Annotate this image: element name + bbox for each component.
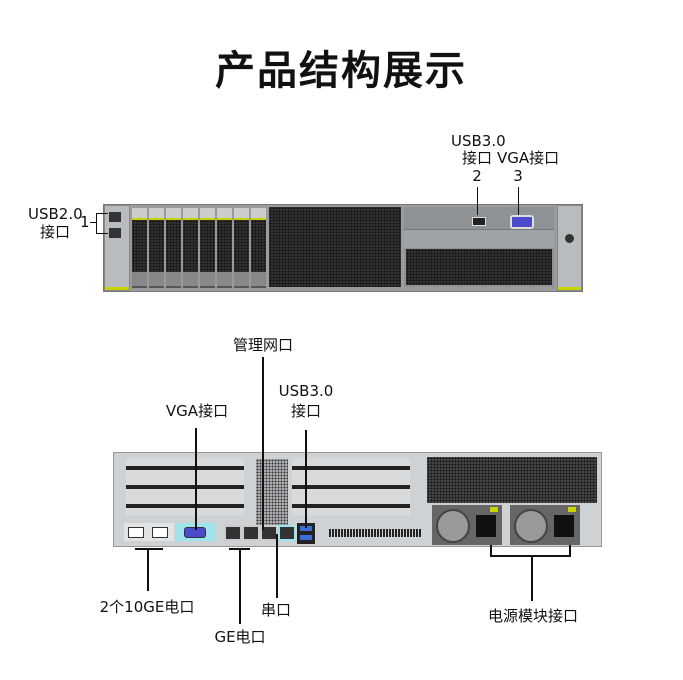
callout-line (147, 548, 149, 591)
10ge-ports (124, 523, 174, 541)
rear-vent-psu (427, 457, 597, 503)
power-button-icon (565, 234, 574, 243)
usb3-port-icon (472, 217, 486, 226)
front-vga-number: 3 (513, 167, 523, 185)
usb2-port-icon (109, 212, 121, 222)
callout-line (96, 213, 108, 214)
front-vent (269, 207, 401, 287)
server-rear-view (113, 452, 602, 547)
usb2-label-line1: USB2.0 (28, 205, 83, 223)
callout-line (477, 187, 478, 215)
psu-module-1 (432, 505, 502, 545)
front-io-panel (404, 207, 554, 287)
psu-port-label: 电源模块接口 (487, 607, 579, 625)
drive-bay (216, 207, 233, 289)
serial-port-label: 串口 (260, 601, 292, 619)
pcie-slots-left (126, 459, 244, 515)
psu-module-2 (510, 505, 580, 545)
usb2-port-icon (109, 228, 121, 238)
power-socket-icon (554, 515, 574, 537)
callout-line (276, 534, 278, 598)
rear-vent-strip (329, 529, 421, 537)
callout-bracket (490, 555, 571, 557)
callout-line (490, 545, 492, 556)
drive-bay (131, 207, 148, 289)
page-title: 产品结构展示 (215, 48, 467, 94)
drive-bay (182, 207, 199, 289)
rear-usb3-label-line2: 接口 (290, 402, 322, 420)
front-usb3-label-line1: USB3.0 (451, 132, 506, 150)
rear-vga-label: VGA接口 (165, 402, 229, 420)
callout-line (195, 428, 197, 530)
drive-bay (250, 207, 267, 289)
10ge-port-label: 2个10GE电口 (99, 598, 195, 616)
psu-latch (490, 507, 498, 512)
front-vent (406, 249, 552, 285)
psu-latch (568, 507, 576, 512)
front-right-ear (557, 205, 582, 291)
power-socket-icon (476, 515, 496, 537)
drive-bay (233, 207, 250, 289)
mgmt-port-label: 管理网口 (232, 336, 294, 354)
server-front-view (103, 204, 583, 292)
drive-bay (148, 207, 165, 289)
10ge-port-icon (152, 527, 168, 538)
fan-icon (436, 509, 470, 543)
callout-line (305, 430, 307, 528)
callout-line (569, 545, 571, 556)
ge-port-icon (242, 525, 260, 541)
usb2-label-line2: 接口 (40, 223, 71, 241)
fan-icon (514, 509, 548, 543)
callout-line (96, 233, 108, 234)
serial-port-icon (278, 525, 296, 541)
vga-port-icon (510, 215, 534, 229)
callout-line (96, 213, 97, 233)
ge-port-icon (224, 525, 242, 541)
optical-bay (404, 229, 554, 248)
drive-bay (199, 207, 216, 289)
callout-line (531, 555, 533, 601)
front-usb3-label-line2: 接口 (462, 149, 493, 167)
front-vga-label: VGA接口 (497, 149, 560, 167)
callout-line (262, 357, 264, 530)
front-left-ear (104, 205, 130, 291)
accent-stripe (105, 287, 129, 290)
front-usb3-number: 2 (472, 167, 482, 185)
10ge-port-icon (128, 527, 144, 538)
ge-port-label: GE电口 (214, 628, 266, 646)
drive-bay (165, 207, 182, 289)
callout-line (518, 187, 519, 215)
mgmt-port-icon (260, 525, 278, 541)
usb3-port-icon (300, 535, 312, 540)
accent-stripe (558, 287, 581, 290)
rear-usb3-ports (297, 523, 315, 544)
callout-line (239, 548, 241, 624)
pcie-slots-right (292, 459, 410, 515)
usb2-number: 1 (80, 213, 90, 231)
callout-line (90, 222, 96, 223)
usb3-port-icon (300, 526, 312, 531)
rear-usb3-label-line1: USB3.0 (278, 382, 334, 400)
callout-bracket (135, 548, 163, 550)
